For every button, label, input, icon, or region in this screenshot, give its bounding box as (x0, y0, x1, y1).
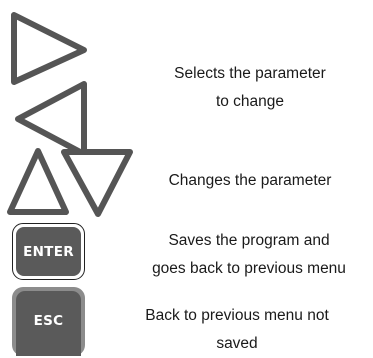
description-line: Back to previous menu not (145, 307, 329, 324)
enter-button-face: ENTER (16, 227, 81, 276)
up-arrow-icon (7, 148, 69, 215)
esc-button[interactable]: ESC (12, 287, 85, 356)
change-parameter-description: Changes the parameter (135, 167, 365, 195)
right-arrow-icon (11, 12, 87, 85)
description-line: to change (215, 93, 285, 110)
up-arrow-key[interactable] (2, 140, 72, 220)
enter-button[interactable]: ENTER (12, 223, 85, 280)
right-arrow-key[interactable] (0, 0, 100, 100)
esc-button-face: ESC (16, 291, 81, 356)
left-arrow-icon (15, 81, 87, 157)
esc-label: ESC (33, 312, 64, 329)
enter-label: ENTER (23, 243, 74, 260)
description-line: Selects the parameter (174, 65, 326, 82)
description-line: goes back to previous menu (152, 260, 346, 277)
down-arrow-key[interactable] (58, 140, 138, 220)
esc-description: Back to previous menu not saved (112, 302, 362, 358)
enter-description: Saves the program and goes back to previ… (125, 227, 373, 283)
description-line: Changes the parameter (168, 172, 332, 189)
select-parameter-description: Selects the parameter to change (135, 60, 365, 116)
description-line: saved (216, 335, 258, 352)
description-line: Saves the program and (168, 232, 330, 249)
down-arrow-icon (61, 149, 133, 217)
left-arrow-key[interactable] (0, 76, 100, 176)
